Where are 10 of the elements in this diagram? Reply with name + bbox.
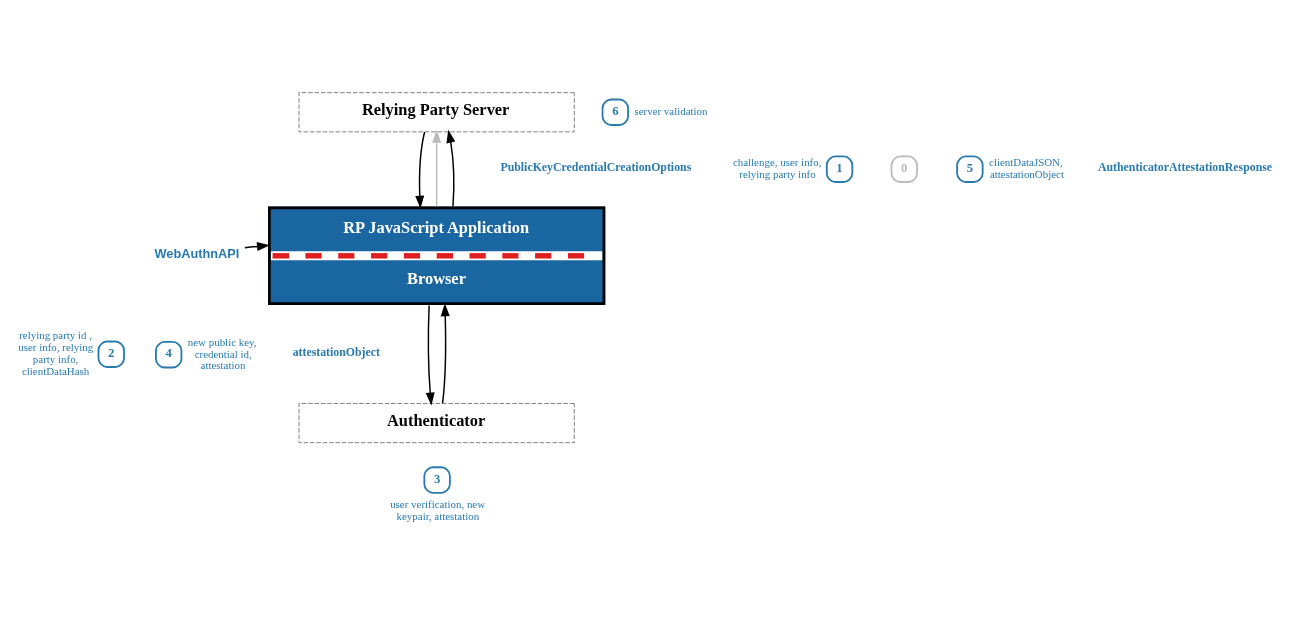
node-label: challenge, user info, relying party info bbox=[732, 155, 822, 180]
node-label: clientDataJSON, attestationObject bbox=[989, 155, 1064, 180]
node-label: new public key, credential id, attestation bbox=[187, 335, 257, 371]
node-label: user verification, new keypair, attestation bbox=[390, 497, 486, 522]
label: PublicKeyCredentialCreationOptions bbox=[500, 159, 692, 174]
label: attestationObject bbox=[292, 344, 381, 359]
label: AuthenticatorAttestationResponse bbox=[1097, 159, 1273, 174]
node-text: WebAuthnAPI bbox=[154, 245, 240, 261]
node-label: relying party id , user info, relying party info, clientDataHash bbox=[18, 328, 94, 377]
node-label: server validation bbox=[634, 104, 708, 117]
